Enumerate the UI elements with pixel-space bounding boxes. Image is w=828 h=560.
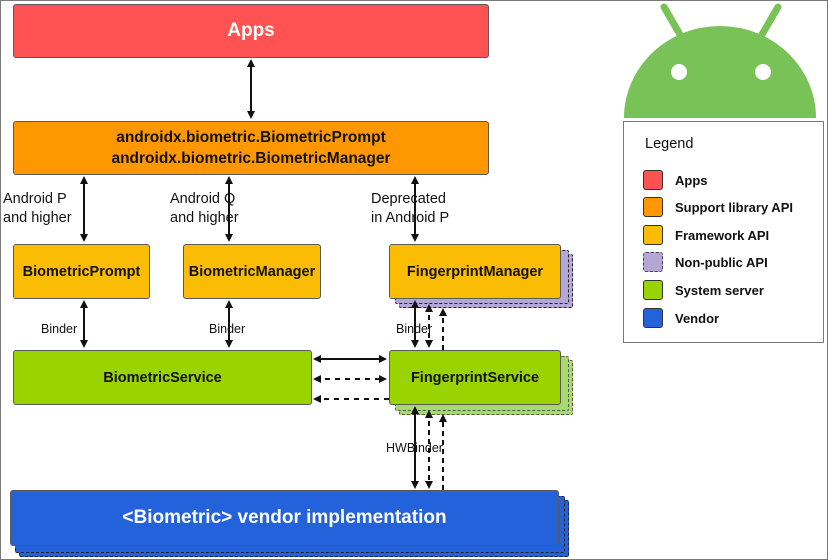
biometric-manager-box: BiometricManager xyxy=(183,244,321,299)
android-logo-icon xyxy=(624,3,816,118)
support-library-line1: androidx.biometric.BiometricPrompt xyxy=(116,129,386,146)
legend-item-system-server: System server xyxy=(643,279,764,301)
apps-label: Apps xyxy=(227,20,275,41)
legend-swatch-apps xyxy=(643,170,663,190)
legend-item-support-library: Support library API xyxy=(643,196,793,218)
legend-item-framework: Framework API xyxy=(643,224,769,246)
legend-item-non-public: Non-public API xyxy=(643,251,768,273)
deprecated-annotation: Deprecated in Android P xyxy=(371,191,450,226)
biometric-prompt-box: BiometricPrompt xyxy=(13,244,150,299)
legend-title: Legend xyxy=(645,136,694,152)
vendor-implementation-box: <Biometric> vendor implementation xyxy=(10,490,559,546)
legend: Legend Apps Support library API Framewor… xyxy=(623,121,824,343)
support-library-line2: androidx.biometric.BiometricManager xyxy=(111,150,391,167)
biometric-prompt-label: BiometricPrompt xyxy=(22,263,141,280)
biometric-service-label: BiometricService xyxy=(103,369,222,386)
fingerprint-service-box: FingerprintService xyxy=(389,350,561,405)
apps-box: Apps xyxy=(13,4,489,58)
legend-swatch-vendor xyxy=(643,308,663,328)
legend-swatch-support-library xyxy=(643,197,663,217)
legend-swatch-non-public xyxy=(643,252,663,272)
biometric-manager-label: BiometricManager xyxy=(188,263,316,280)
android-q-annotation: Android Q and higher xyxy=(170,191,239,226)
fingerprint-manager-label: FingerprintManager xyxy=(406,263,544,280)
biometric-service-box: BiometricService xyxy=(13,350,312,405)
legend-item-vendor: Vendor xyxy=(643,307,719,329)
fingerprint-manager-box: FingerprintManager xyxy=(389,244,561,299)
legend-swatch-system-server xyxy=(643,280,663,300)
fingerprint-service-label: FingerprintService xyxy=(410,369,540,386)
binder-label-prompt: Binder xyxy=(41,322,78,336)
android-p-annotation: Android P and higher xyxy=(3,191,72,226)
support-library-box: androidx.biometric.BiometricPrompt andro… xyxy=(13,121,489,175)
legend-item-apps: Apps xyxy=(643,169,708,191)
legend-swatch-framework xyxy=(643,225,663,245)
vendor-implementation-label: <Biometric> vendor implementation xyxy=(122,507,447,528)
